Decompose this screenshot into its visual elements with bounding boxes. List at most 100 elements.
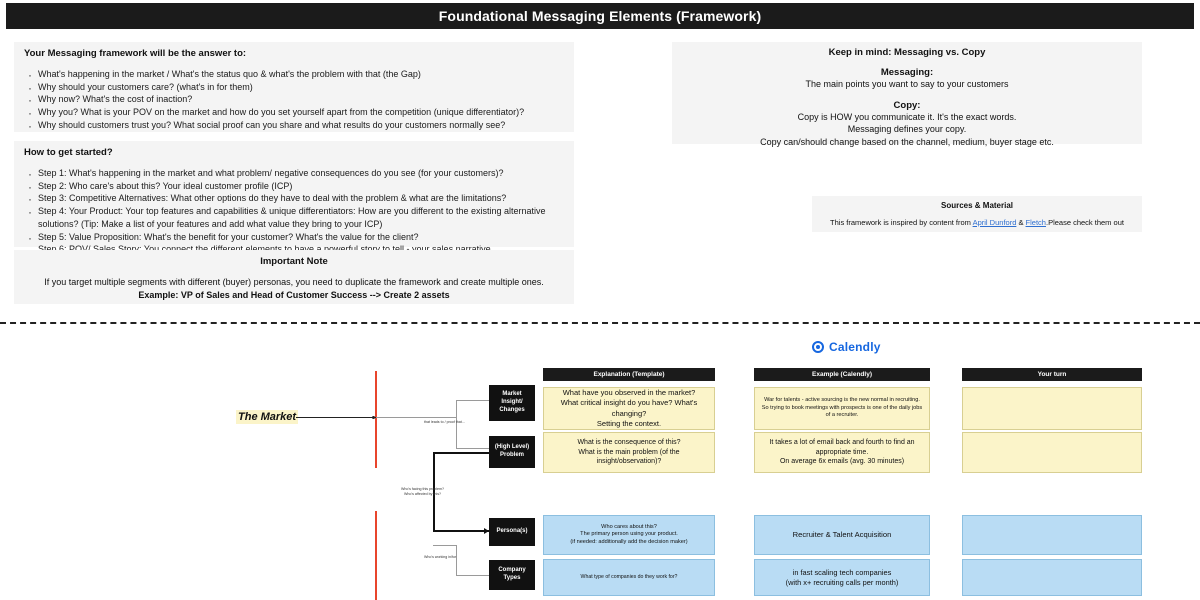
company-connector-lead <box>433 545 457 546</box>
important-note-line-2: Example: VP of Sales and Head of Custome… <box>138 290 450 301</box>
red-rule-persona <box>375 511 377 600</box>
copy-line-2: Messaging defines your copy. <box>847 124 967 135</box>
spacer <box>680 58 1134 67</box>
cell-text-line: Setting the context. <box>596 418 662 428</box>
node-market-insight[interactable]: Market Insight/ Changes <box>489 385 535 421</box>
cell-text-line: So trying to book meetings with prospect… <box>761 404 923 419</box>
list-item: Step 2: Who care's about this? Your idea… <box>24 179 564 196</box>
panel-messaging-answers: Your Messaging framework will be the ans… <box>14 42 574 135</box>
list-item: Why should your customers care? (what's … <box>24 80 564 97</box>
cell-text-line: (with x+ recruiting calls per month) <box>785 577 899 587</box>
arrowhead-persona-icon <box>484 528 489 534</box>
sources-text: This framework is inspired by content fr… <box>820 218 1134 227</box>
cell-text: What have you observed in the market?Wha… <box>550 388 708 429</box>
panel-answer-bullet-list: What's happening in the market / What's … <box>24 67 564 135</box>
sources-text-before: This framework is inspired by content fr… <box>830 218 973 227</box>
messaging-text: The main points you want to say to your … <box>805 79 1009 89</box>
bracket-lead-line <box>376 417 456 418</box>
list-item: Why you? What is your POV on the market … <box>24 105 564 122</box>
cell-text: War for talents - active sourcing is the… <box>761 397 923 420</box>
the-market-connector-line <box>296 417 376 418</box>
cell-text-line: What critical insight do you have? What'… <box>560 398 698 418</box>
cell-text-line: What type of companies do they work for? <box>580 573 678 580</box>
cell-text-line: What have you observed in the market? <box>562 388 696 398</box>
calendly-wordmark: Calendly <box>829 340 881 354</box>
cell-explanation-personas[interactable]: Who cares about this?The primary person … <box>543 515 715 555</box>
calendly-mark-icon <box>812 341 824 353</box>
column-header-example: Example (Calendly) <box>754 368 930 381</box>
cell-example-problem[interactable]: It takes a lot of email back and fourth … <box>754 432 930 473</box>
link-april-dunford[interactable]: April Dunford <box>972 218 1017 227</box>
panel-started-bullet-list: Step 1: What's happening in the market a… <box>24 166 564 259</box>
list-item: Why now? What's the cost of inaction? <box>24 92 564 109</box>
list-item: Step 1: What's happening in the market a… <box>24 166 564 183</box>
cell-text: What type of companies do they work for? <box>550 574 708 581</box>
cell-text-line: What is the main problem (of the <box>578 448 680 456</box>
company-connector-vertical <box>456 545 457 575</box>
cell-text-line: insight/observation)? <box>596 458 662 466</box>
node-personas[interactable]: Persona(s) <box>489 518 535 546</box>
panel-answer-heading: Your Messaging framework will be the ans… <box>24 48 247 59</box>
sources-heading: Sources & Material <box>940 201 1014 210</box>
important-note-title: Important Note <box>260 256 328 267</box>
list-item: Step 3: Competitive Alternatives: What o… <box>24 191 564 208</box>
sources-text-mid: & <box>1016 218 1026 227</box>
important-note-line-1: If you target multiple segments with dif… <box>44 277 544 287</box>
cell-explanation-market-insight[interactable]: What have you observed in the market?Wha… <box>543 387 715 430</box>
connector-caption-3: Who's working in/for <box>424 555 456 560</box>
section-divider <box>0 322 1200 324</box>
bracket-branch-top <box>456 400 490 401</box>
company-connector-horizontal <box>456 575 490 576</box>
cell-example-market-insight[interactable]: War for talents - active sourcing is the… <box>754 387 930 430</box>
column-header-label: Explanation (Template) <box>593 371 665 378</box>
cell-example-personas[interactable]: Recruiter & Talent Acquisition <box>754 515 930 555</box>
panel-messaging-vs-copy: Keep in mind: Messaging vs. Copy Messagi… <box>672 42 1142 147</box>
cell-your-turn-personas[interactable] <box>962 515 1142 555</box>
panel-important-note: Important Note If you target multiple se… <box>14 250 574 304</box>
column-header-label: Example (Calendly) <box>812 371 872 378</box>
connector-caption-1: that leads to / proof that... <box>424 420 465 425</box>
cell-text: It takes a lot of email back and fourth … <box>761 438 923 466</box>
cell-text-line: Who cares about this? <box>601 523 657 530</box>
cell-your-turn-market-insight[interactable] <box>962 387 1142 430</box>
panel-started-heading: How to get started? <box>24 147 113 158</box>
node-company-types[interactable]: Company Types <box>489 560 535 590</box>
copy-label: Copy: <box>893 99 921 111</box>
spacer <box>680 91 1134 100</box>
connector-caption-line: that leads to / proof that... <box>424 420 465 424</box>
sources-text-after: .Please check them out <box>1045 218 1124 227</box>
list-item: Why should customers trust you? What soc… <box>24 118 564 135</box>
cell-text-line: in fast scaling tech companies <box>792 567 892 577</box>
cell-example-company-types[interactable]: in fast scaling tech companies(with x+ r… <box>754 559 930 596</box>
list-item: What's happening in the market / What's … <box>24 67 564 84</box>
copy-line-1: Copy is HOW you communicate it. It's the… <box>797 111 1017 122</box>
panel-sources-and-material: Sources & Material This framework is ins… <box>812 196 1142 232</box>
calendly-logo: Calendly <box>812 340 881 354</box>
cell-text-line: (if needed: additionally add the decisio… <box>570 538 688 545</box>
cell-text-line: Recruiter & Talent Acquisition <box>792 529 892 539</box>
connector-caption-line: Who's affected by this? <box>404 492 442 497</box>
bracket-branch-bottom <box>456 448 490 449</box>
red-rule-market <box>375 371 377 468</box>
cell-text-line: The primary person using your product. <box>580 531 678 538</box>
cell-your-turn-problem[interactable] <box>962 432 1142 473</box>
elbow-vertical-problem-to-persona <box>433 452 435 532</box>
connector-caption-line: Who's facing this problem? <box>401 487 445 491</box>
elbow-horizontal-from-problem <box>433 452 490 454</box>
page-title: Foundational Messaging Elements (Framewo… <box>438 8 762 24</box>
cell-your-turn-company-types[interactable] <box>962 559 1142 596</box>
copy-line-3: Copy can/should change based on the chan… <box>760 136 1054 147</box>
link-fletch[interactable]: Fletch <box>1025 218 1046 227</box>
the-market-label: The Market <box>236 410 299 424</box>
node-high-level-problem[interactable]: (High Level) Problem <box>489 436 535 468</box>
cell-text-line: On average 6x emails (avg. 30 minutes) <box>779 458 905 466</box>
cell-text-line: What is the consequence of this? <box>577 439 681 447</box>
cell-explanation-problem[interactable]: What is the consequence of this?What is … <box>543 432 715 473</box>
cell-text-line: War for talents - active sourcing is the… <box>764 397 920 404</box>
cell-text: What is the consequence of this?What is … <box>550 438 708 466</box>
column-header-your-turn: Your turn <box>962 368 1142 381</box>
cell-text-line: It takes a lot of email back and fourth … <box>769 439 915 456</box>
the-market-connector-dot <box>372 416 375 419</box>
panel-how-to-get-started: How to get started? Step 1: What's happe… <box>14 141 574 259</box>
cell-explanation-company-types[interactable]: What type of companies do they work for? <box>543 559 715 596</box>
